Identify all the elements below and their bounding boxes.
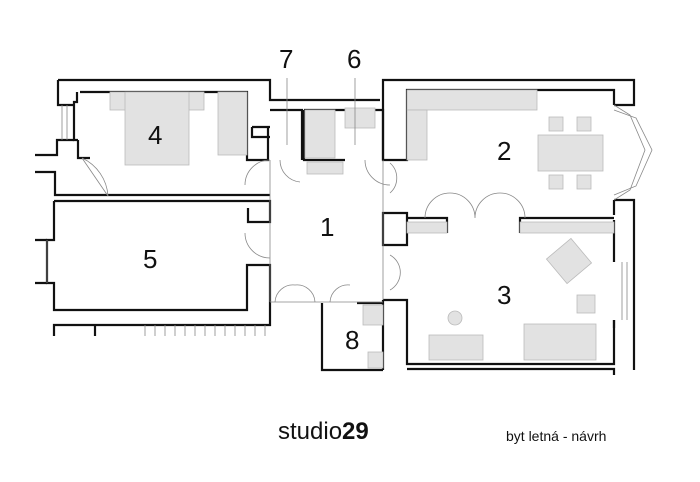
room-label-2: 2 [497, 136, 512, 166]
room-label-5: 5 [143, 244, 158, 274]
brand-prefix: studio [278, 418, 343, 445]
brand-number: 29 [342, 418, 369, 445]
brand-logo: studio29 [278, 418, 369, 446]
room-label-7: 7 [279, 44, 294, 74]
room-label-6: 6 [347, 44, 362, 74]
room-label-3: 3 [497, 280, 512, 310]
plan-subtitle: byt letná - návrh [506, 428, 607, 444]
room-label-8: 8 [345, 325, 360, 355]
room-label-4: 4 [148, 120, 163, 150]
room-label-1: 1 [320, 212, 335, 242]
